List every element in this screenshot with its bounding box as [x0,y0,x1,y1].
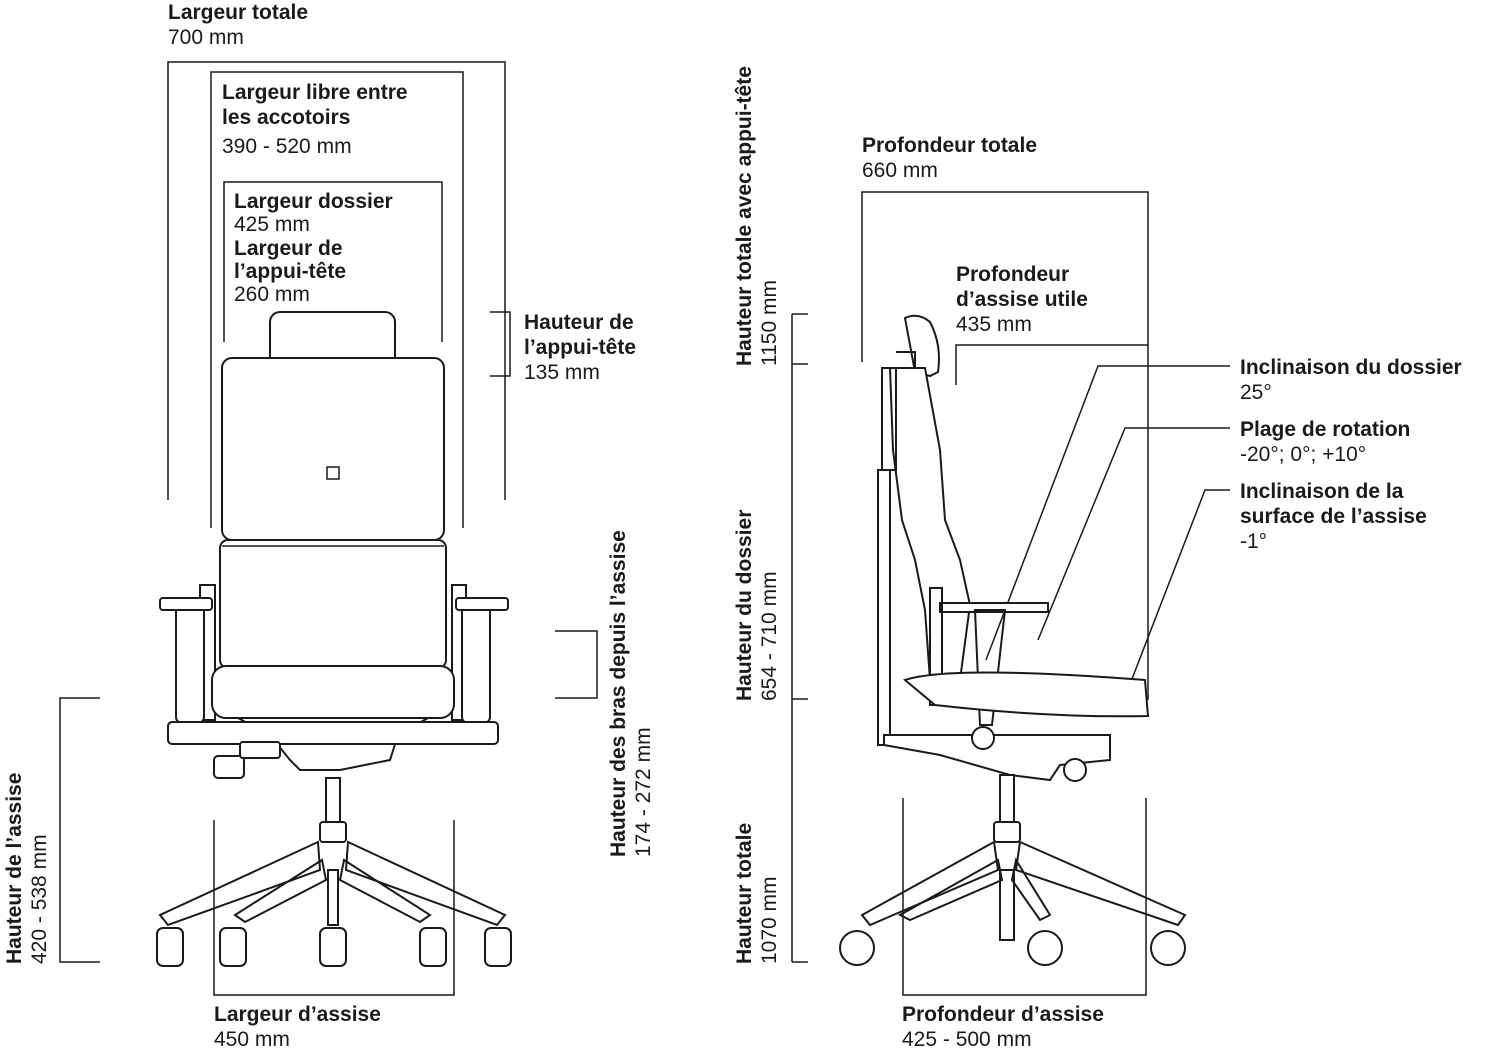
height-with-headrest-title: Hauteur totale avec appui-tête [733,66,756,366]
label-height-with-headrest: Hauteur totale avec appui-tête 1150 mm [732,66,781,366]
label-arm-height: Hauteur des bras depuis l’assise 174 - 2… [606,530,656,857]
label-headrest-height: Hauteur de l’appui-tête 135 mm [524,310,636,385]
clear-width-title-1: Largeur libre entre [222,81,408,104]
rotation-range-title: Plage de rotation [1240,418,1411,441]
headrest-width-title-1: Largeur de [234,237,343,260]
backrest-tilt-title: Inclinaison du dossier [1240,356,1462,379]
label-seat-width: Largeur d’assise 450 mm [214,1002,381,1052]
usable-seat-depth-title-2: d’assise utile [956,288,1088,311]
height-with-headrest-value: 1150 mm [758,280,781,366]
front-backrest [221,357,445,541]
label-rotation-range: Plage de rotation -20°; 0°; +10° [1240,417,1410,467]
backrest-tilt-value: 25° [1240,381,1272,404]
front-chair [156,311,512,967]
seat-width-title: Largeur d’assise [214,1003,381,1026]
seat-width-value: 450 mm [214,1028,290,1051]
clear-width-title-2: les accotoirs [222,106,351,129]
label-seat-height: Hauteur de l’assise 420 - 538 mm [2,773,52,964]
seat-height-value: 420 - 538 mm [28,834,51,964]
front-armpad-right [455,597,509,611]
arm-height-value: 174 - 272 mm [632,727,655,857]
arm-height-title: Hauteur des bras depuis l’assise [607,530,630,857]
headrest-height-title-1: Hauteur de [524,311,634,334]
label-clear-width-armrests: Largeur libre entre les accotoirs 390 - … [222,80,408,159]
backrest-height-value: 654 - 710 mm [758,571,781,701]
overall-depth-title: Profondeur totale [862,134,1038,157]
overall-width-title: Largeur totale [168,1,309,24]
seat-surface-tilt-title-2: surface de l’assise [1240,505,1427,528]
label-backrest-tilt: Inclinaison du dossier 25° [1240,355,1462,405]
label-usable-seat-depth: Profondeur d’assise utile 435 mm [956,262,1088,337]
seat-depth-value: 425 - 500 mm [902,1028,1032,1051]
label-headrest-width: Largeur de l’appui-tête 260 mm [234,237,346,306]
headrest-width-title-2: l’appui-tête [234,260,347,283]
overall-depth-value: 660 mm [862,159,938,182]
clear-width-value: 390 - 520 mm [222,135,352,158]
headrest-height-value: 135 mm [524,361,600,384]
backrest-width-title: Largeur dossier [234,190,393,213]
overall-height-value: 1070 mm [758,876,781,964]
overall-height-title: Hauteur totale [733,822,756,964]
label-backrest-width: Largeur dossier 425 mm [234,190,393,236]
label-overall-width: Largeur totale 700 mm [168,0,308,50]
usable-seat-depth-title-1: Profondeur [956,263,1070,286]
front-armpad-left [159,597,213,611]
seat-depth-title: Profondeur d’assise [902,1003,1104,1026]
overall-width-value: 700 mm [168,26,244,49]
side-chair [839,314,1187,966]
usable-seat-depth-value: 435 mm [956,313,1032,336]
label-overall-height: Hauteur totale 1070 mm [732,823,782,964]
side-dimension-lines [791,191,1230,996]
headrest-height-title-2: l’appui-tête [524,336,637,359]
label-backrest-height: Hauteur du dossier 654 - 710 mm [732,510,782,701]
seat-height-title: Hauteur de l’assise [3,772,26,964]
front-seat [211,665,455,719]
seat-surface-tilt-title-1: Inclinaison de la [1240,480,1404,503]
backrest-height-title: Hauteur du dossier [733,509,756,701]
seat-surface-tilt-value: -1° [1240,530,1268,553]
backrest-width-value: 425 mm [234,213,310,236]
rotation-range-value: -20°; 0°; +10° [1240,443,1367,466]
headrest-width-value: 260 mm [234,283,310,306]
label-seat-depth: Profondeur d’assise 425 - 500 mm [902,1002,1104,1052]
label-seat-surface-tilt: Inclinaison de la surface de l’assise -1… [1240,479,1427,554]
label-overall-depth: Profondeur totale 660 mm [862,133,1037,183]
side-seat [902,671,1150,718]
